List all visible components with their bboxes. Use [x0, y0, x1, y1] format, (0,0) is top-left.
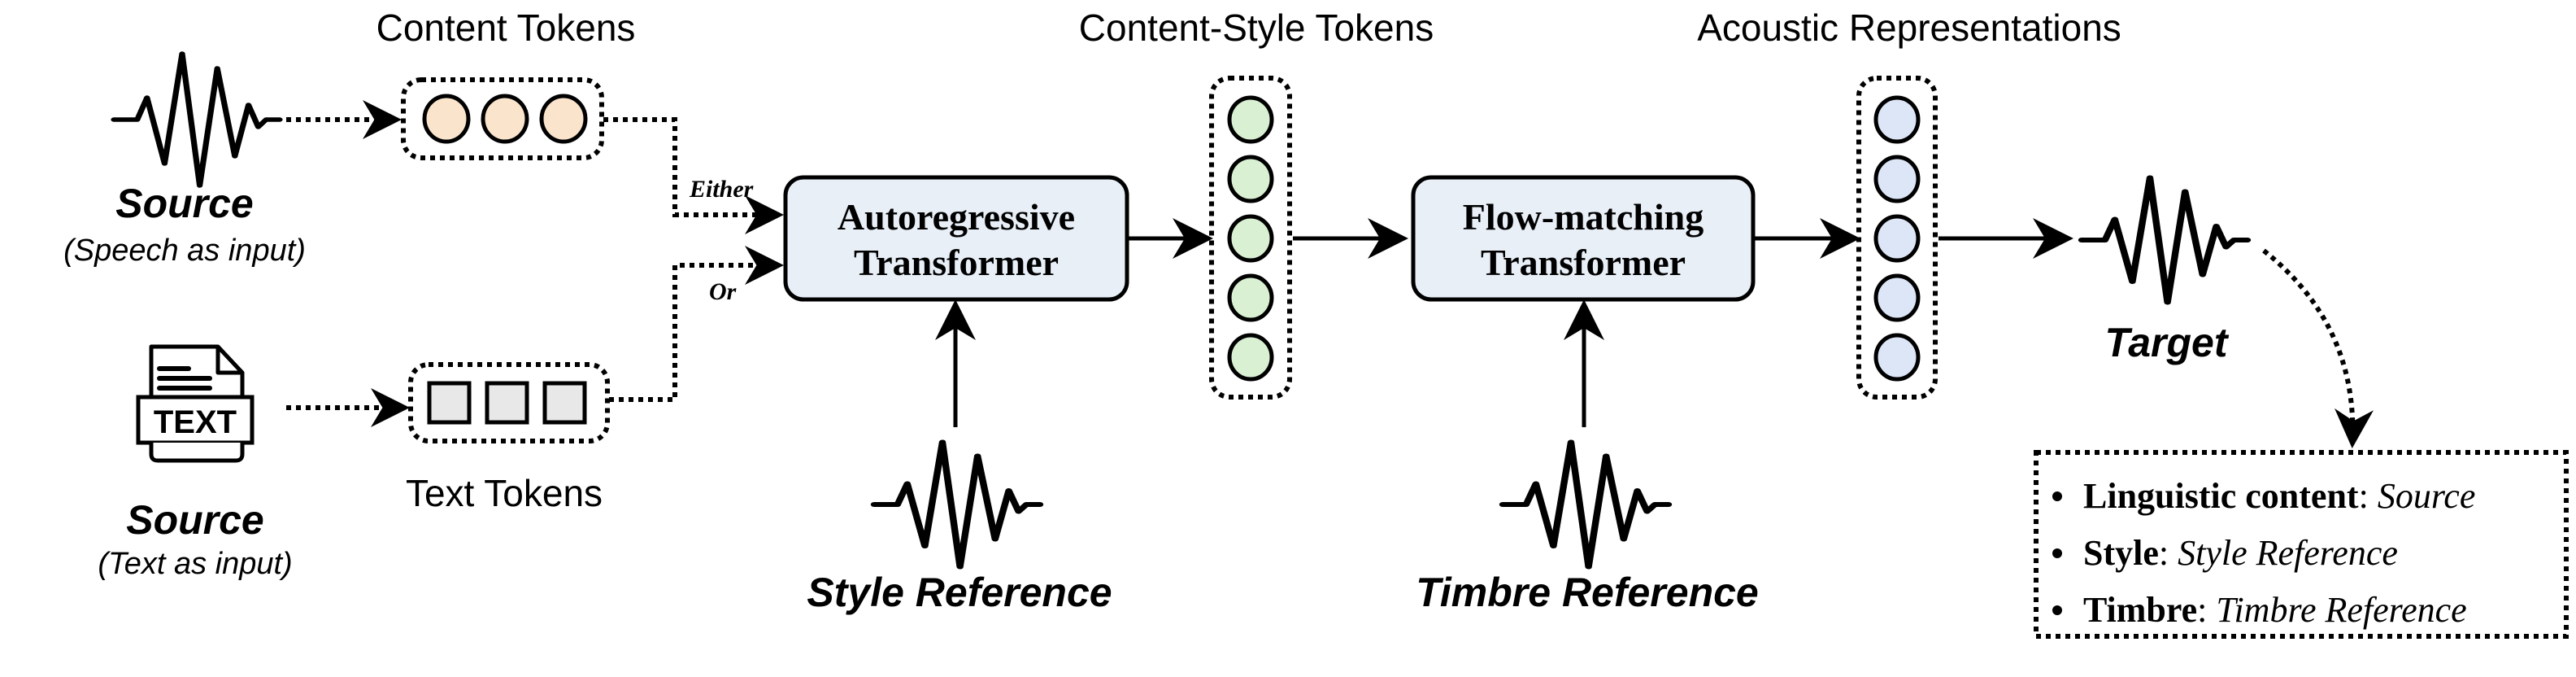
legend-key: Timbre: [2083, 590, 2197, 630]
acoustic-token: [1873, 155, 1921, 203]
content-style-token: [1227, 333, 1274, 382]
legend-bullet: [2052, 548, 2062, 558]
acoustic-representations-header: Acoustic Representations: [1697, 7, 2121, 49]
acoustic-token-group: [1856, 76, 1938, 400]
content-style-token: [1227, 273, 1274, 322]
content-style-tokens-header: Content-Style Tokens: [1079, 7, 1434, 49]
style-waveform-icon: [874, 443, 1040, 567]
text-file-icon: TEXT: [136, 344, 255, 463]
content-style-token-container: [1209, 76, 1292, 400]
legend-value: Style Reference: [2178, 533, 2398, 573]
text-token: [427, 381, 472, 425]
legend-bullet: [2052, 491, 2062, 501]
text-token: [542, 381, 587, 425]
content-token: [539, 94, 588, 144]
or-route-arrow: [609, 246, 784, 402]
content-tokens-header: Content Tokens: [376, 7, 636, 49]
timbre-reference-label: Timbre Reference: [1416, 570, 1758, 615]
text-token-group: [408, 362, 610, 443]
content-token: [481, 94, 529, 144]
text-source-title: Source: [126, 497, 264, 543]
acoustic-token-container: [1856, 76, 1938, 400]
speech-waveform-icon: [114, 54, 280, 186]
text-token: [485, 381, 529, 425]
content-token-container: [401, 77, 604, 160]
fm-title-line2: Transformer: [1481, 242, 1686, 283]
content-style-token: [1227, 155, 1274, 203]
autoregressive-transformer-block: Autoregressive Transformer: [783, 175, 1129, 302]
or-label: Or: [709, 278, 737, 305]
acoustic-token: [1873, 333, 1921, 382]
text-icon-label: TEXT: [154, 404, 237, 440]
acoustic-token: [1873, 214, 1921, 263]
legend-item: Style: Style Reference: [2083, 533, 2398, 573]
content-token: [422, 94, 471, 144]
target-to-legend-arrow: [2262, 248, 2374, 448]
content-style-token: [1227, 214, 1274, 263]
content-token-group: [401, 77, 604, 160]
text-token-container: [408, 362, 610, 443]
text-tokens-label: Text Tokens: [406, 472, 603, 514]
target-waveform-icon: [2082, 178, 2247, 303]
fm-title-line1: Flow-matching: [1463, 196, 1704, 238]
legend-item: Timbre: Timbre Reference: [2083, 590, 2467, 630]
legend-value: Source: [2378, 476, 2476, 516]
ar-title-line2: Transformer: [854, 242, 1059, 283]
legend-container: [2034, 450, 2569, 639]
legend-value: Timbre Reference: [2216, 590, 2466, 630]
legend-key: Style: [2083, 533, 2159, 573]
legend-item: Linguistic content: Source: [2083, 476, 2475, 516]
speech-source-title: Source: [115, 181, 254, 226]
content-style-token-group: [1209, 76, 1292, 400]
timbre-waveform-icon: [1503, 443, 1669, 567]
style-reference-label: Style Reference: [807, 570, 1112, 615]
text-source-subtitle: (Text as input): [98, 547, 292, 581]
legend-bullet: [2052, 605, 2062, 615]
speech-source-subtitle: (Speech as input): [63, 234, 306, 268]
ar-title-line1: Autoregressive: [838, 196, 1075, 238]
either-label: Either: [689, 176, 754, 203]
acoustic-token: [1873, 273, 1921, 322]
legend-key: Linguistic content: [2083, 476, 2359, 516]
either-route-arrow: [603, 117, 784, 234]
flow-matching-transformer-block: Flow-matching Transformer: [1411, 175, 1756, 302]
target-label: Target: [2105, 320, 2230, 365]
content-style-token: [1227, 95, 1274, 144]
acoustic-token: [1873, 95, 1921, 144]
